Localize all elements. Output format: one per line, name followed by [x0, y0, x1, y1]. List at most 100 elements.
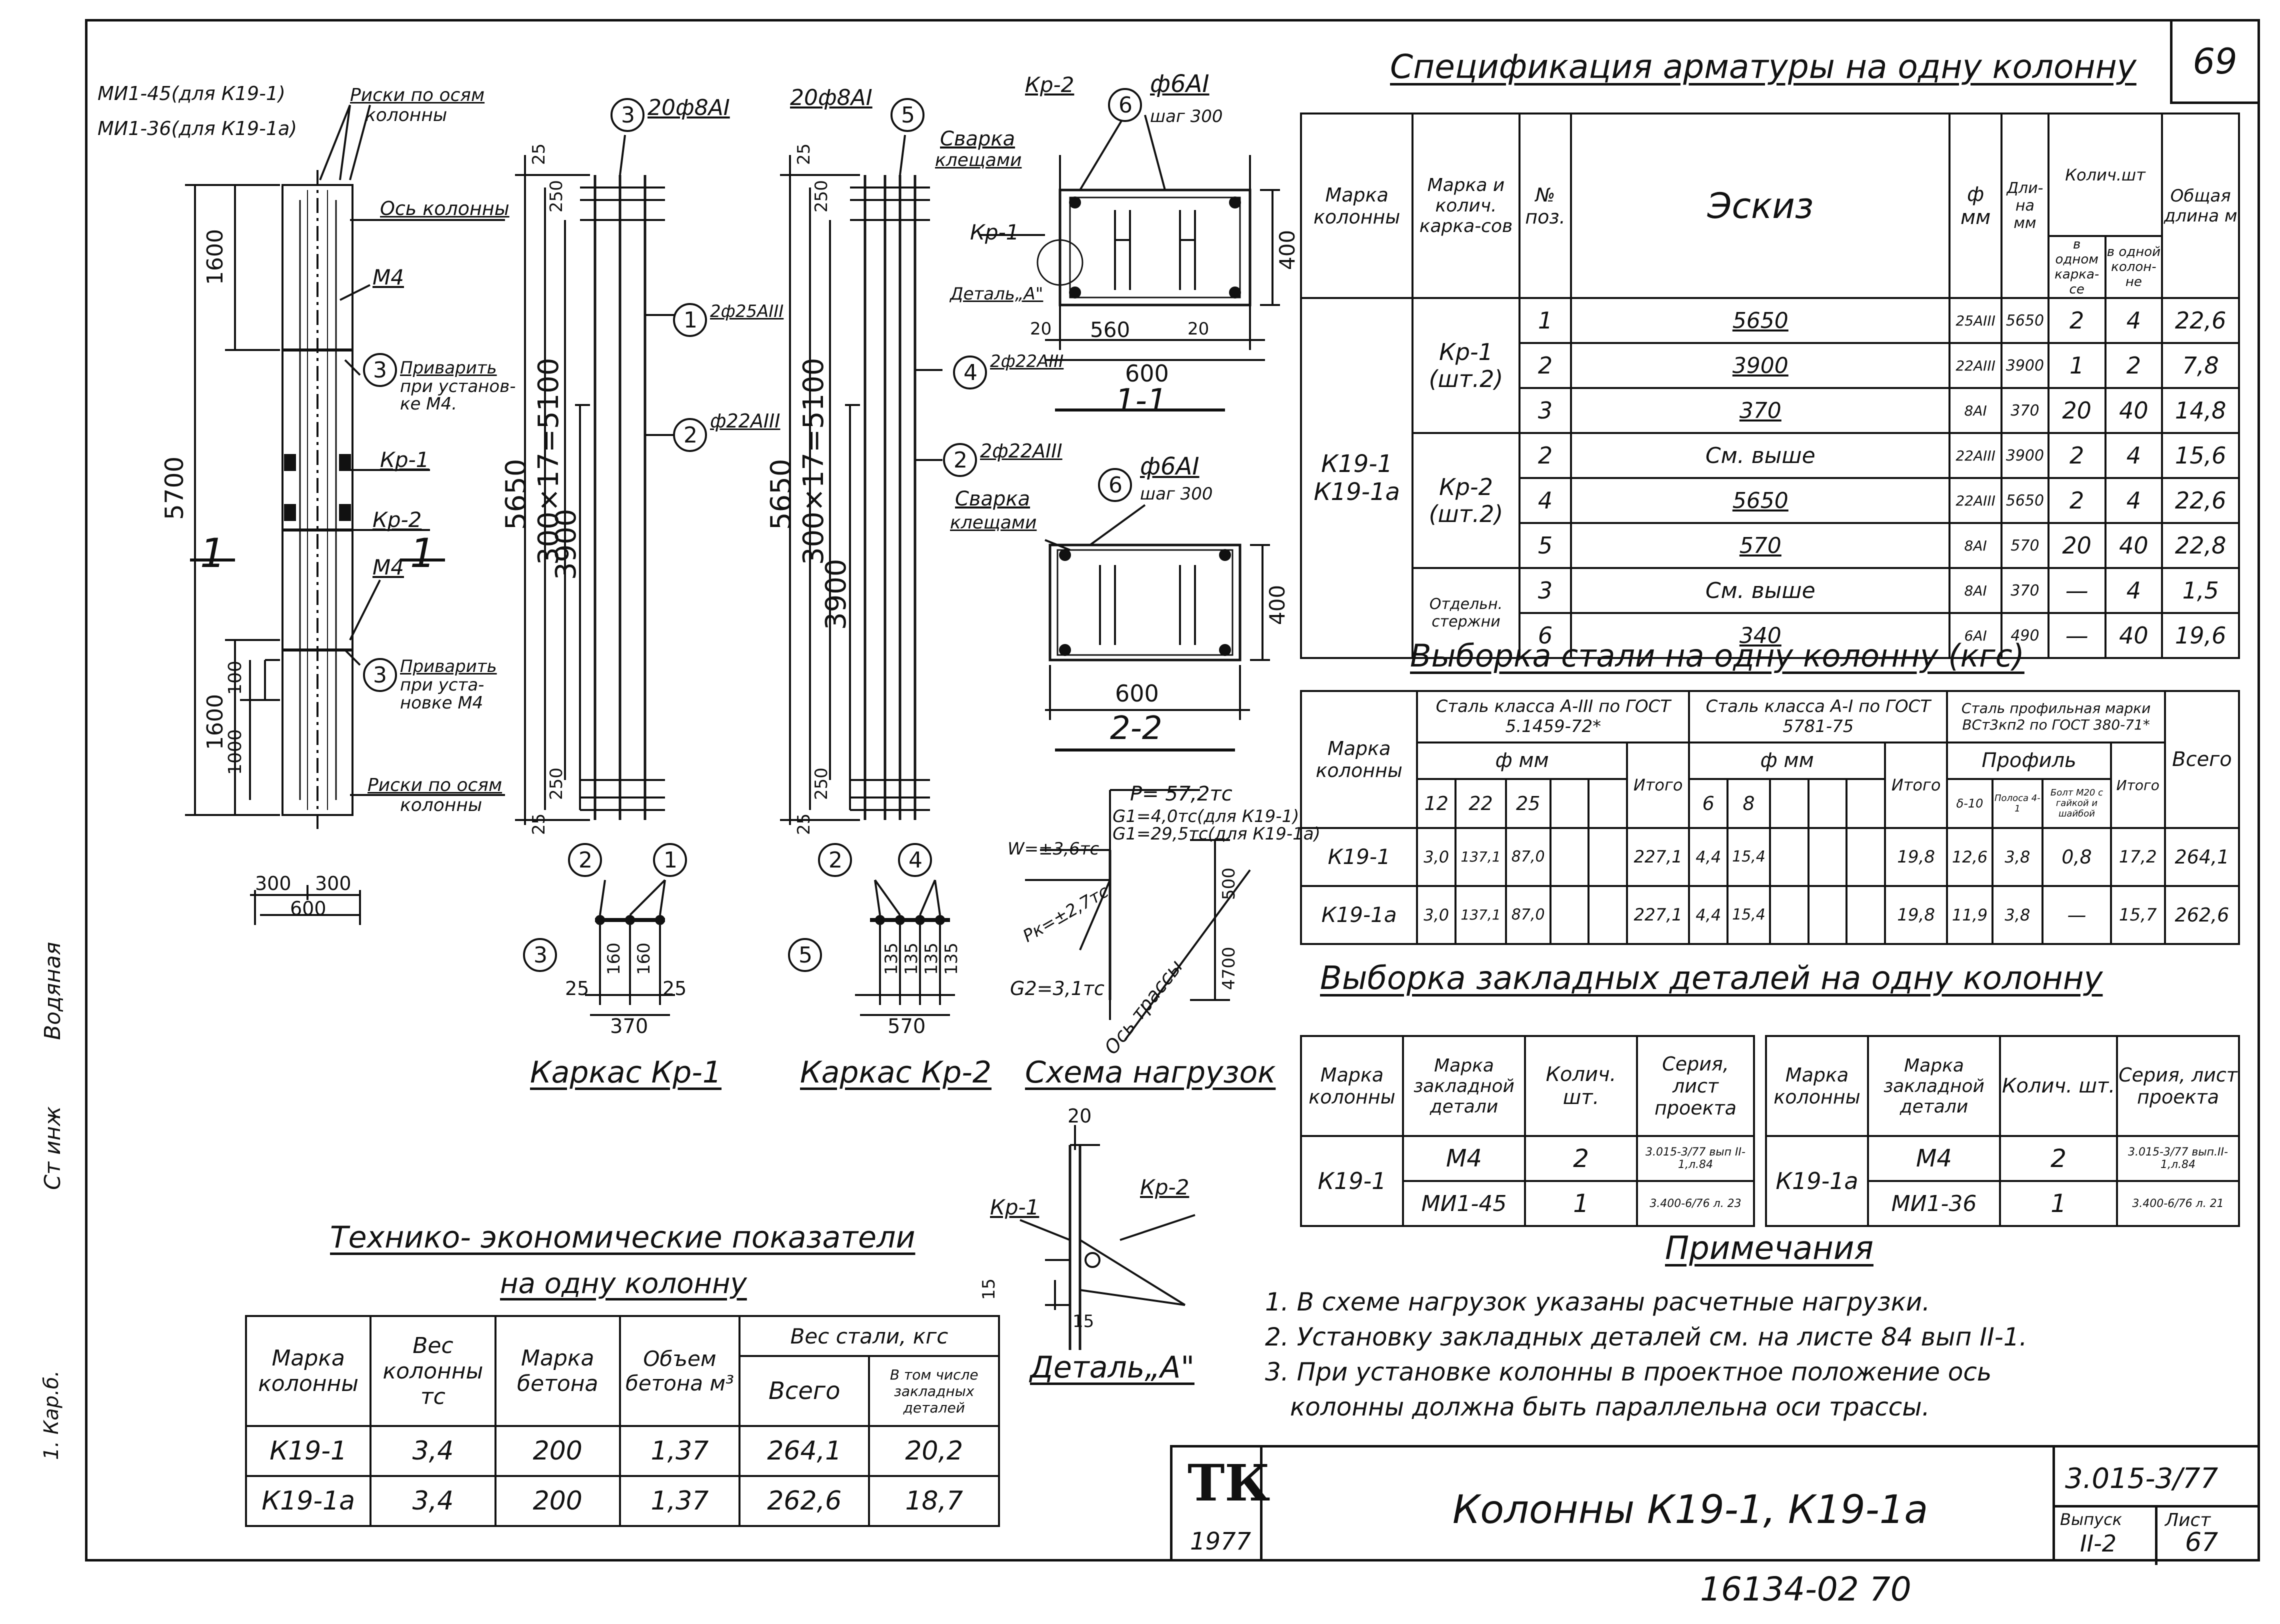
kr2-pos5: 5 — [901, 102, 915, 128]
steel-cell: 137,1 — [1454, 826, 1507, 887]
embed-h: Марка закладной детали — [1867, 1035, 2001, 1137]
tech-h-steel: Вес стали, кгс — [738, 1315, 1000, 1357]
embed-h: Колич. шт. — [1524, 1035, 1638, 1137]
spec-phi: 22АIII — [1948, 432, 2003, 479]
s11-weld-a: Сварка — [940, 128, 1016, 150]
s11-pos6: 6 — [1118, 92, 1132, 118]
weld-2a: Приварить — [400, 656, 497, 676]
steel-h-total3: Итого — [2110, 741, 2166, 829]
pos-marker-kr1-3 — [610, 98, 644, 132]
steel-h-total2: Итого — [1884, 741, 1948, 829]
spec-total: 14,8 — [2161, 387, 2240, 434]
kr2-bar5: 20ф8АI — [790, 85, 872, 110]
spec-sketch: 3900 — [1570, 342, 1951, 389]
kr2-bar2: 2ф22АIII — [980, 440, 1062, 462]
s22-dim-600: 600 — [1115, 680, 1159, 707]
kr2-sec-pos5: 5 — [798, 942, 812, 968]
spec-len: 490 — [2000, 612, 2050, 659]
load-title: Схема нагрузок — [1025, 1055, 1276, 1090]
sheet-number-box: 69 — [2170, 19, 2260, 104]
tech-h-mark: Марка колонны — [244, 1315, 372, 1427]
steel-cell — [1768, 884, 1810, 946]
embed-part: М4 — [1402, 1135, 1526, 1182]
spec-pos: 3 — [1518, 387, 1572, 434]
kr2-sec-135c: 135 — [922, 942, 942, 975]
steel-cell: 137,1 — [1454, 884, 1507, 946]
embed-series: 3.015-3/77 вып II-1,л.84 — [1636, 1135, 1755, 1182]
embed-table-left: Марка колонны Марка закладной детали Кол… — [1300, 1035, 1755, 1227]
spec-pos: 6 — [1518, 612, 1572, 659]
embed-series: 3.400-6/76 л. 21 — [2116, 1180, 2240, 1227]
steel-cell — [1807, 826, 1848, 887]
spec-phi: 6АI — [1948, 612, 2003, 659]
kr2-bar4: 2ф22АIII — [990, 352, 1064, 372]
load-p: P= 57,2тс — [1130, 782, 1232, 806]
note-3: 3. При установке колонны в проектное пол… — [1265, 1358, 1992, 1386]
spec-group-kr2: Кр-2 (шт.2) — [1412, 432, 1520, 569]
spec-qf: 2 — [2047, 477, 2106, 524]
kr2-title: Каркас Кр-2 — [800, 1055, 992, 1090]
tech-row-all: 262,6 — [738, 1475, 870, 1527]
stamp-year: 1977 — [1190, 1528, 1252, 1556]
spec-phi: 8АI — [1948, 522, 2003, 569]
s11-dim-20b: 20 — [1188, 319, 1210, 339]
spec-qf: 1 — [2047, 342, 2106, 389]
kr1-bar1: 2ф25АIII — [710, 302, 784, 322]
spec-qc: 4 — [2104, 477, 2164, 524]
detail-a-kp2: Кр-2 — [1140, 1175, 1190, 1200]
spec-group-separate: Отдельн. стержни — [1412, 567, 1520, 659]
s11-bar6: ф6АI — [1150, 70, 1210, 98]
section-mark-right: 1 — [410, 530, 436, 576]
spec-colmarks: К19-1 К19-1а — [1300, 297, 1414, 659]
spec-h-len: Дли-на мм — [2000, 112, 2050, 299]
steel-cell — [1846, 884, 1886, 946]
steel-cell: 4,4 — [1688, 826, 1729, 887]
kr1-dim-250b: 250 — [546, 768, 566, 800]
s11-weld-b: клещами — [935, 150, 1022, 170]
steel-title: Выборка стали на одну колонну (кгс) — [1410, 638, 2024, 674]
detail-a-dim-20: 20 — [1068, 1105, 1092, 1127]
kr2-dim-5650: 5650 — [765, 458, 798, 530]
dim-1600-bot: 1600 — [202, 694, 228, 750]
label-mi-2: МИ1-36(для К19-1а) — [98, 118, 298, 140]
pos-marker-kr2-5 — [890, 98, 924, 132]
note-2: 2. Установку закладных деталей см. на ли… — [1265, 1322, 2028, 1352]
steel-sub-a1: 8 — [1726, 778, 1771, 829]
spec-h-framemark: Марка и колич. карка-сов — [1412, 112, 1520, 299]
steel-h-all: Всего — [2164, 690, 2240, 829]
load-g1a: G1=4,0тс(для К19-1) — [1112, 806, 1300, 826]
kp1-col-label: Кр-1 — [380, 448, 430, 472]
embed-part: МИ1-45 — [1402, 1180, 1526, 1227]
steel-row-mark: К19-1 — [1300, 826, 1418, 887]
dim-600: 600 — [290, 898, 326, 920]
stamp-divider-v — [2155, 1505, 2158, 1565]
axis-label: Ось колонны — [380, 198, 510, 220]
spec-len: 370 — [2000, 567, 2050, 614]
steel-cell: 3,0 — [1416, 826, 1457, 887]
spec-pos: 2 — [1518, 432, 1572, 479]
embed-series: 3.015-3/77 вып.II-1,л.84 — [2116, 1135, 2240, 1182]
s11-dim-400: 400 — [1275, 230, 1300, 270]
embed-qty: 2 — [1999, 1135, 2118, 1182]
pos-marker-kr1-sec-2 — [568, 843, 602, 877]
steel-sub-prof: Полоса 4-1 — [1991, 778, 2044, 829]
spec-total: 22,6 — [2161, 297, 2240, 344]
steel-cell — [1807, 884, 1848, 946]
s22-weld-a: Сварка — [955, 488, 1030, 510]
load-dim-500: 500 — [1219, 868, 1239, 900]
steel-sub-a3: 12 — [1416, 778, 1457, 829]
steel-h-a1: Сталь класса А-I по ГОСТ 5781-75 — [1688, 690, 1948, 744]
load-w: W=±3,6тс — [1008, 839, 1100, 859]
pos-marker-col-3b — [363, 658, 397, 692]
stamp-sheet-label: Лист — [2165, 1510, 2211, 1530]
steel-sub-a3: 22 — [1454, 778, 1507, 829]
spec-h-total: Общая длина м — [2161, 112, 2240, 299]
tech-row-mark: К19-1 — [244, 1425, 372, 1477]
tech-h-volume: Объем бетона м³ — [618, 1315, 740, 1427]
section-mark-left: 1 — [200, 530, 226, 576]
kr2-sec-135a: 135 — [882, 942, 902, 975]
spec-qf: — — [2047, 612, 2106, 659]
steel-cell-total3: 17,2 — [2110, 826, 2166, 887]
load-g2: G2=3,1тс — [1010, 978, 1104, 1000]
embed-h: Серия, лист проекта — [2116, 1035, 2240, 1137]
